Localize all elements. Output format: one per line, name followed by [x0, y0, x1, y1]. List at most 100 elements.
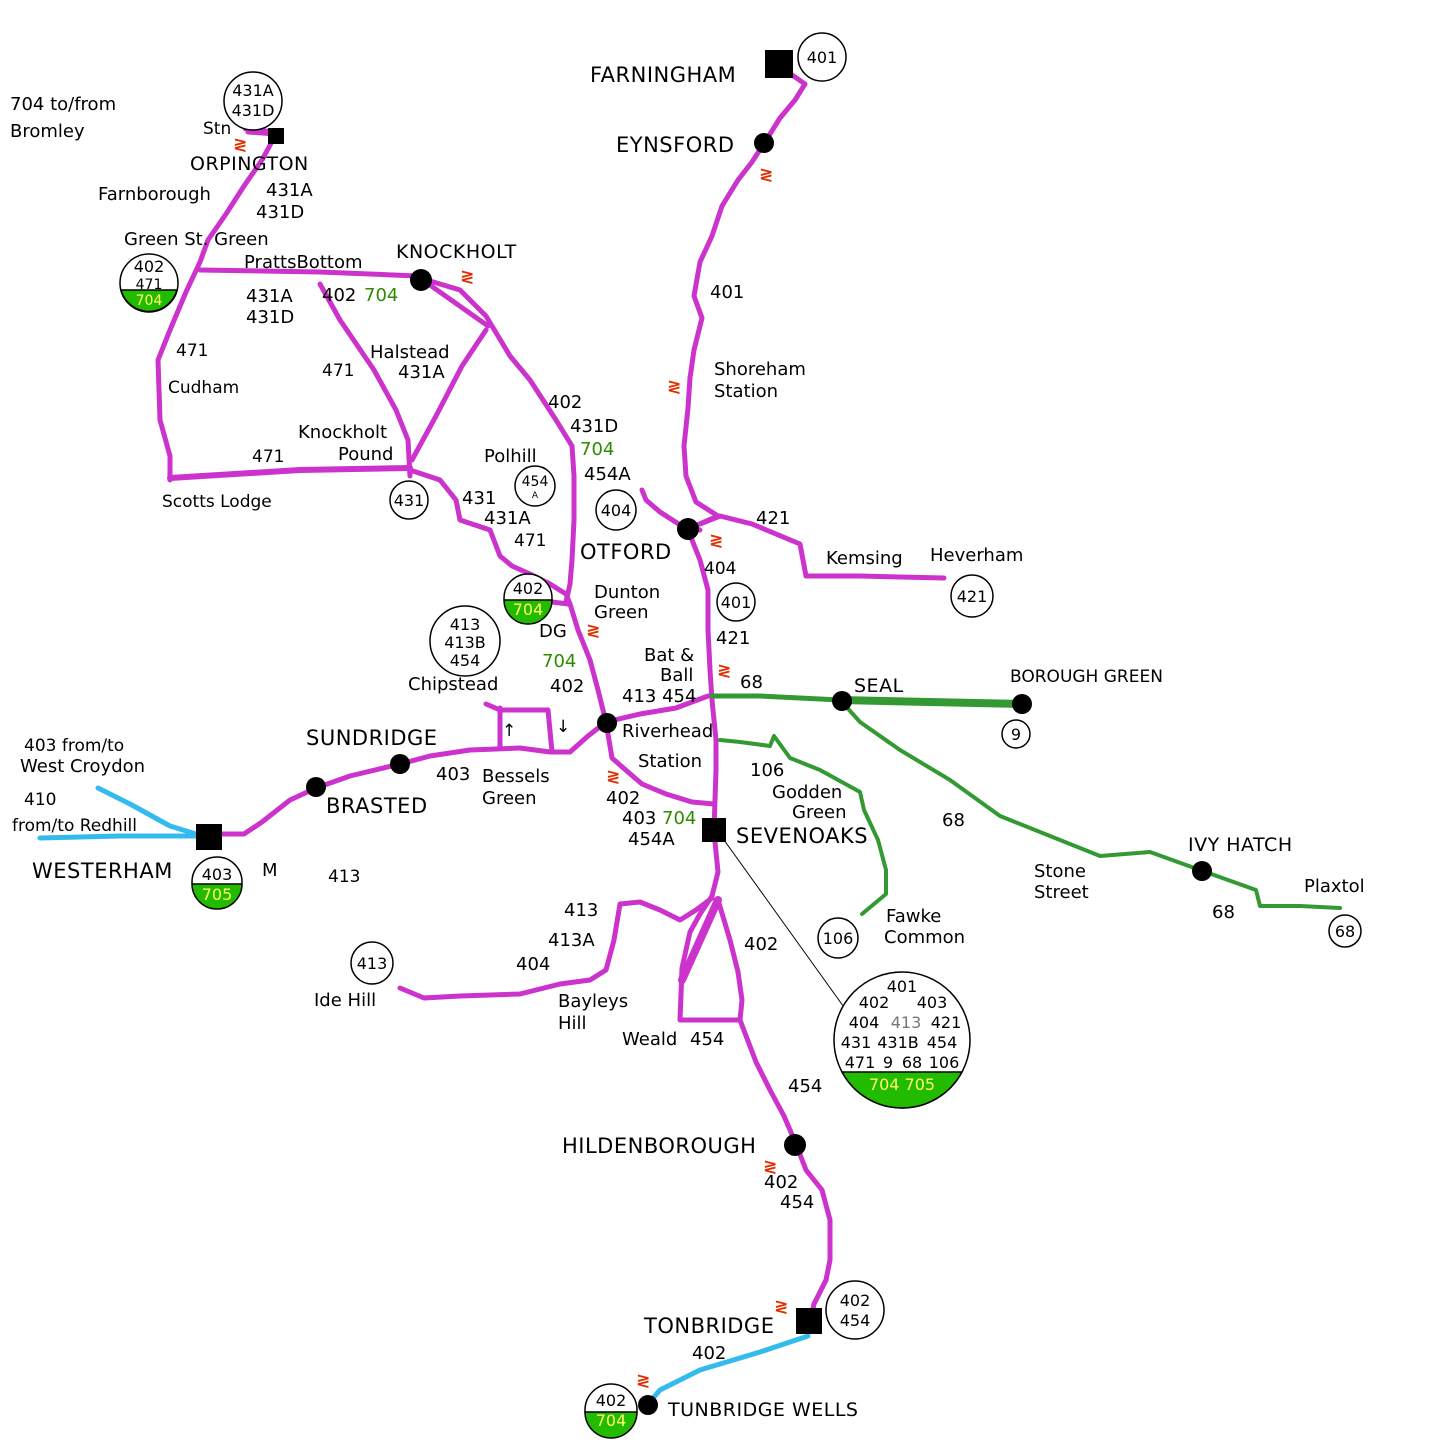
- route-label: 421: [716, 628, 750, 649]
- green-band-dunton-green: [503, 599, 553, 625]
- route-label: 471: [514, 531, 546, 551]
- place-dunton-2: Green: [594, 602, 649, 623]
- disc-otford-b: [716, 582, 756, 622]
- rail-icon: ≷: [759, 165, 773, 185]
- disc-farningham: [797, 32, 847, 82]
- route-label: 454A: [628, 829, 675, 850]
- blue-routes: [37, 785, 811, 1407]
- route-label: 402: [764, 1172, 798, 1193]
- disc-label: 471: [136, 277, 163, 293]
- route-label: 402: [606, 788, 640, 809]
- route-riverhead-batball-line: [603, 693, 711, 725]
- route-label: 68: [942, 810, 965, 831]
- route-pratts-bottom-line: [197, 267, 421, 279]
- disc-label: 704: [513, 600, 544, 619]
- place-dunton-1: Dunton: [594, 582, 660, 603]
- town-labels: FARNINGHAM EYNSFORD ORPINGTON KNOCKHOLT …: [32, 63, 1293, 1421]
- disc-plaxtol: [1328, 914, 1362, 948]
- disc-label: 402: [513, 579, 544, 598]
- disc-label: 431: [841, 1033, 872, 1052]
- route-label: 402: [548, 392, 582, 413]
- place-heverham: Heverham: [930, 545, 1023, 566]
- tunbridge-wells-stop: [638, 1395, 658, 1415]
- disc-label: 404: [849, 1013, 880, 1032]
- town-orpington: ORPINGTON: [190, 153, 309, 175]
- place-redhill-2: from/to Redhill: [12, 816, 137, 836]
- disc-label: 68: [902, 1053, 922, 1072]
- route-label: 403: [622, 808, 656, 829]
- rail-icon: ≷: [586, 621, 600, 641]
- place-stone-1: Stone: [1034, 861, 1086, 882]
- route-label: 471: [322, 361, 354, 381]
- place-weald: Weald: [622, 1029, 677, 1050]
- ivy-hatch-stop: [1192, 861, 1212, 881]
- farningham-stop-square: [765, 50, 793, 78]
- down-arrow-icon: ↓: [556, 717, 570, 737]
- route-label: 471: [252, 447, 284, 467]
- disc-tonbridge: [825, 1280, 885, 1340]
- route-label: 68: [1212, 902, 1235, 923]
- place-ide-hill: Ide Hill: [314, 990, 376, 1011]
- disc-heverham: [950, 574, 994, 618]
- route-riverhead-station-line: [603, 719, 717, 807]
- disc-label: 454: [840, 1311, 871, 1330]
- disc-label: 421: [931, 1013, 962, 1032]
- route-471-scotts-lodge-line: [167, 465, 413, 481]
- disc-chipstead: [429, 605, 501, 677]
- route-label: 404: [704, 559, 736, 579]
- place-pratts-bottom: PrattsBottom: [244, 252, 363, 273]
- eynsford-stop: [754, 133, 774, 153]
- route-401-line: [681, 67, 808, 533]
- disc-fawke-common: [817, 917, 859, 959]
- place-stone-2: Street: [1034, 882, 1089, 903]
- green-routes: [709, 693, 1342, 916]
- place-green-st-green: Green St. Green: [124, 229, 269, 250]
- route-label: 704: [364, 285, 398, 306]
- route-label: 431D: [570, 416, 618, 437]
- place-fawke-2: Common: [884, 927, 965, 948]
- disc-orpington: [223, 71, 283, 131]
- route-label: 454: [690, 1029, 724, 1050]
- route-9-thick: [836, 696, 1024, 708]
- disc-label: 401: [721, 593, 752, 612]
- route-label: 431: [462, 488, 496, 509]
- place-knockholt-pound-1: Knockholt: [298, 422, 387, 443]
- town-eynsford: EYNSFORD: [616, 133, 735, 157]
- rail-icon: ≷: [667, 377, 681, 397]
- disc-label: 403: [202, 865, 233, 884]
- disc-label: 403: [917, 993, 948, 1012]
- route-label: 454A: [584, 464, 631, 485]
- town-borough-green: BOROUGH GREEN: [1010, 667, 1163, 687]
- disc-label: 431B: [877, 1033, 919, 1052]
- one-way-arrows: ↑ ↓: [502, 717, 570, 741]
- town-knockholt: KNOCKHOLT: [396, 241, 517, 263]
- route-label: 431A: [484, 508, 531, 529]
- green-band-sevenoaks: [840, 1071, 964, 1109]
- place-bayleys-2: Hill: [558, 1013, 587, 1034]
- rail-icon: ≷: [763, 1157, 777, 1177]
- route-106-line: [718, 734, 888, 916]
- route-sevenoaks-south-line: [677, 829, 745, 1023]
- disc-otford: [595, 489, 637, 531]
- route-label: 401: [710, 282, 744, 303]
- westerham-stop-square: [196, 824, 222, 850]
- place-polhill: Polhill: [484, 446, 537, 467]
- town-farningham: FARNINGHAM: [590, 63, 736, 87]
- sevenoaks-stop-square: [702, 818, 726, 842]
- place-labels: 704 to/from Bromley Stn Farnborough Gree…: [10, 94, 1365, 1050]
- disc-label: 402: [840, 1291, 871, 1310]
- disc-label: 454: [522, 474, 549, 490]
- disc-label: 402: [596, 1391, 627, 1410]
- route-label: 421: [756, 508, 790, 529]
- route-label: 704: [662, 808, 696, 829]
- route-halstead-link-line: [409, 327, 489, 463]
- disc-label: 704 705: [869, 1075, 935, 1094]
- stop-markers: [196, 50, 1212, 1415]
- route-label: 402: [692, 1343, 726, 1364]
- route-403-westerham-line: [209, 719, 609, 837]
- route-knockholt-polhill-line: [417, 275, 577, 605]
- place-bat-1: Bat &: [644, 645, 694, 666]
- town-ivy-hatch: IVY HATCH: [1188, 834, 1293, 856]
- route-label: 106: [750, 760, 784, 781]
- route-label: 431A: [246, 286, 293, 307]
